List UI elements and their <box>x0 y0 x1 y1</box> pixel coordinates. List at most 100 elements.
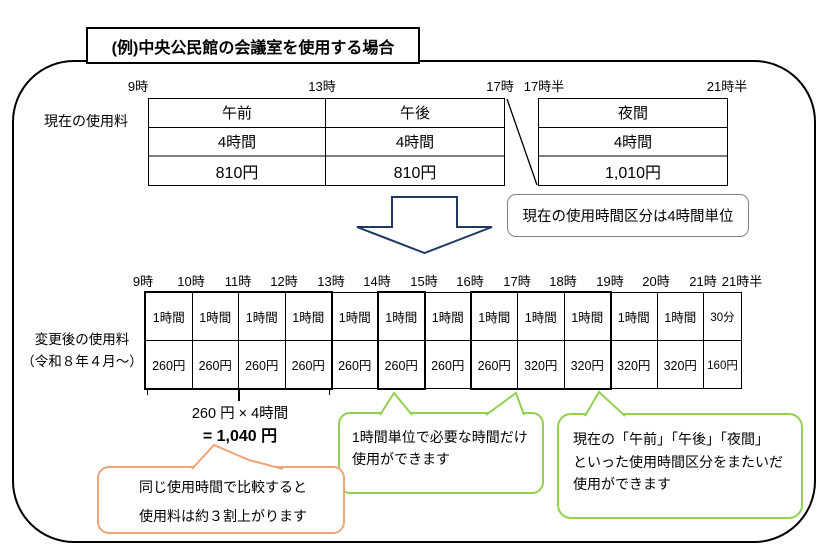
current-fee-label: 現在の使用料 <box>44 113 128 129</box>
fee-cell: 1時間 260円 <box>146 293 193 388</box>
time-axis-label: 12時 <box>270 274 298 289</box>
page-title: (例)中央公民館の会議室を使用する場合 <box>111 39 395 57</box>
callout-box <box>338 412 544 494</box>
new-fee-label: 変更後の使用料 （令和８年４月～） <box>14 329 150 372</box>
callout-increase-line2: 使用料は約３割上がります <box>139 507 307 524</box>
fee-cell: 1時間 260円 <box>378 293 425 388</box>
callout-tail-icon <box>584 390 626 417</box>
cell-price: 320円 <box>518 340 564 388</box>
current-fee-table-night: 夜間 4時間 1,010円 <box>538 98 728 186</box>
period-name: 夜間 <box>617 105 648 123</box>
fee-cell: 1時間 260円 <box>471 293 518 388</box>
axis-break-slash <box>506 98 538 186</box>
bracket-tick <box>238 388 240 401</box>
period-price: 1,010円 <box>539 155 727 185</box>
cell-price: 260円 <box>425 340 471 388</box>
cell-price: 260円 <box>192 340 238 388</box>
cell-price: 260円 <box>146 340 192 388</box>
cell-duration: 1時間 <box>664 311 697 325</box>
time-axis-label: 16時 <box>456 274 484 289</box>
time-axis-label: 17時 <box>486 79 514 94</box>
calc-expression: 260 円 × 4時間 <box>191 406 289 422</box>
period-hours: 4時間 <box>149 126 325 156</box>
callout-increase-line1: 同じ使用時間で比較すると <box>139 479 307 495</box>
period-price: 810円 <box>149 155 325 185</box>
calc-result: = 1,040 円 <box>202 428 278 445</box>
cell-duration: 30分 <box>710 311 735 324</box>
callout-hourly: 1時間単位で必要な時間だけ 使用ができます <box>338 390 550 502</box>
callout-box <box>97 466 345 534</box>
new-fee-label-line2: （令和８年４月～） <box>21 353 143 369</box>
period-name: 午後 <box>399 105 430 123</box>
cell-duration: 1時間 <box>571 311 604 325</box>
note-callout: 現在の使用時間区分は4時間単位 <box>507 194 749 237</box>
cell-price: 260円 <box>378 340 424 388</box>
period-price: 810円 <box>326 155 504 185</box>
callout-straddle-line1: 現在の「午前」「午後」「夜間」 <box>573 431 769 447</box>
time-axis-label: 9時 <box>132 274 154 289</box>
cell-duration: 1時間 <box>338 311 371 325</box>
time-axis-label: 9時 <box>127 79 149 94</box>
time-axis-label: 19時 <box>596 274 624 289</box>
callout-straddle: 現在の「午前」「午後」「夜間」 といった使用時間区分をまたいだ 使用ができます <box>555 388 805 524</box>
fee-cell: 1時間 260円 <box>332 293 379 388</box>
callout-increase: 同じ使用時間で比較すると 使用料は約３割上がります <box>97 440 349 540</box>
cell-duration: 1時間 <box>524 311 557 325</box>
callout-box <box>557 413 803 519</box>
cell-duration: 1時間 <box>617 311 650 325</box>
cell-price: 260円 <box>471 340 517 388</box>
down-arrow-icon <box>356 196 493 254</box>
current-fee-table-day: 午前 4時間 810円 午後 4時間 810円 <box>148 98 505 186</box>
period-hours: 4時間 <box>539 126 727 156</box>
cell-duration: 1時間 <box>292 311 325 325</box>
time-axis-label: 11時 <box>224 274 252 289</box>
new-fee-label-line1: 変更後の使用料 <box>34 332 130 347</box>
cell-duration: 1時間 <box>385 311 418 325</box>
cell-price: 260円 <box>285 340 331 388</box>
callout-hourly-line2: 使用ができます <box>352 451 450 468</box>
fee-cell: 1時間 260円 <box>192 293 239 388</box>
time-axis-label: 15時 <box>410 274 438 289</box>
callout-straddle-line2: といった使用時間区分をまたいだ <box>573 453 783 470</box>
cell-price: 260円 <box>332 340 378 388</box>
time-axis-label: 17時半 <box>523 79 565 94</box>
time-axis-label: 18時 <box>549 274 577 289</box>
callout-hourly-line1: 1時間単位で必要な時間だけ <box>352 429 528 445</box>
cell-duration: 1時間 <box>478 311 511 325</box>
cell-duration: 1時間 <box>245 311 278 325</box>
cell-price: 260円 <box>239 340 285 388</box>
time-axis-label: 21時半 <box>721 274 763 289</box>
time-axis-label: 13時 <box>308 79 336 94</box>
time-axis-label: 20時 <box>642 274 670 289</box>
cell-duration: 1時間 <box>199 311 232 325</box>
current-col-morning: 午前 4時間 810円 <box>149 99 326 185</box>
current-col-night: 夜間 4時間 1,010円 <box>539 99 727 185</box>
cell-price: 320円 <box>657 340 703 388</box>
period-hours: 4時間 <box>326 126 504 156</box>
cell-duration: 1時間 <box>431 311 464 325</box>
fee-cell: 1時間 260円 <box>239 293 286 388</box>
time-axis-label: 10時 <box>177 274 205 289</box>
cell-price: 320円 <box>611 340 657 388</box>
fee-cell: 1時間 320円 <box>518 293 565 388</box>
fee-cell: 1時間 260円 <box>425 293 472 388</box>
callout-straddle-line3: 使用ができます <box>573 476 671 493</box>
period-name: 午前 <box>221 105 252 123</box>
note-text: 現在の使用時間区分は4時間単位 <box>522 209 734 225</box>
cell-duration: 1時間 <box>152 311 185 325</box>
fee-cell: 1時間 320円 <box>611 293 658 388</box>
current-col-afternoon: 午後 4時間 810円 <box>326 99 504 185</box>
callout-tail-icon <box>191 443 284 470</box>
fee-cell: 1時間 260円 <box>285 293 332 388</box>
time-axis-label: 13時 <box>317 274 345 289</box>
title-box: (例)中央公民館の会議室を使用する場合 <box>86 27 420 64</box>
time-axis-label: 17時 <box>503 274 531 289</box>
time-axis-label: 21時半 <box>706 79 748 94</box>
callout-tail-icon <box>379 391 525 416</box>
fee-cell: 1時間 320円 <box>657 293 704 388</box>
time-axis-label: 14時 <box>363 274 391 289</box>
cell-price: 160円 <box>704 340 741 388</box>
